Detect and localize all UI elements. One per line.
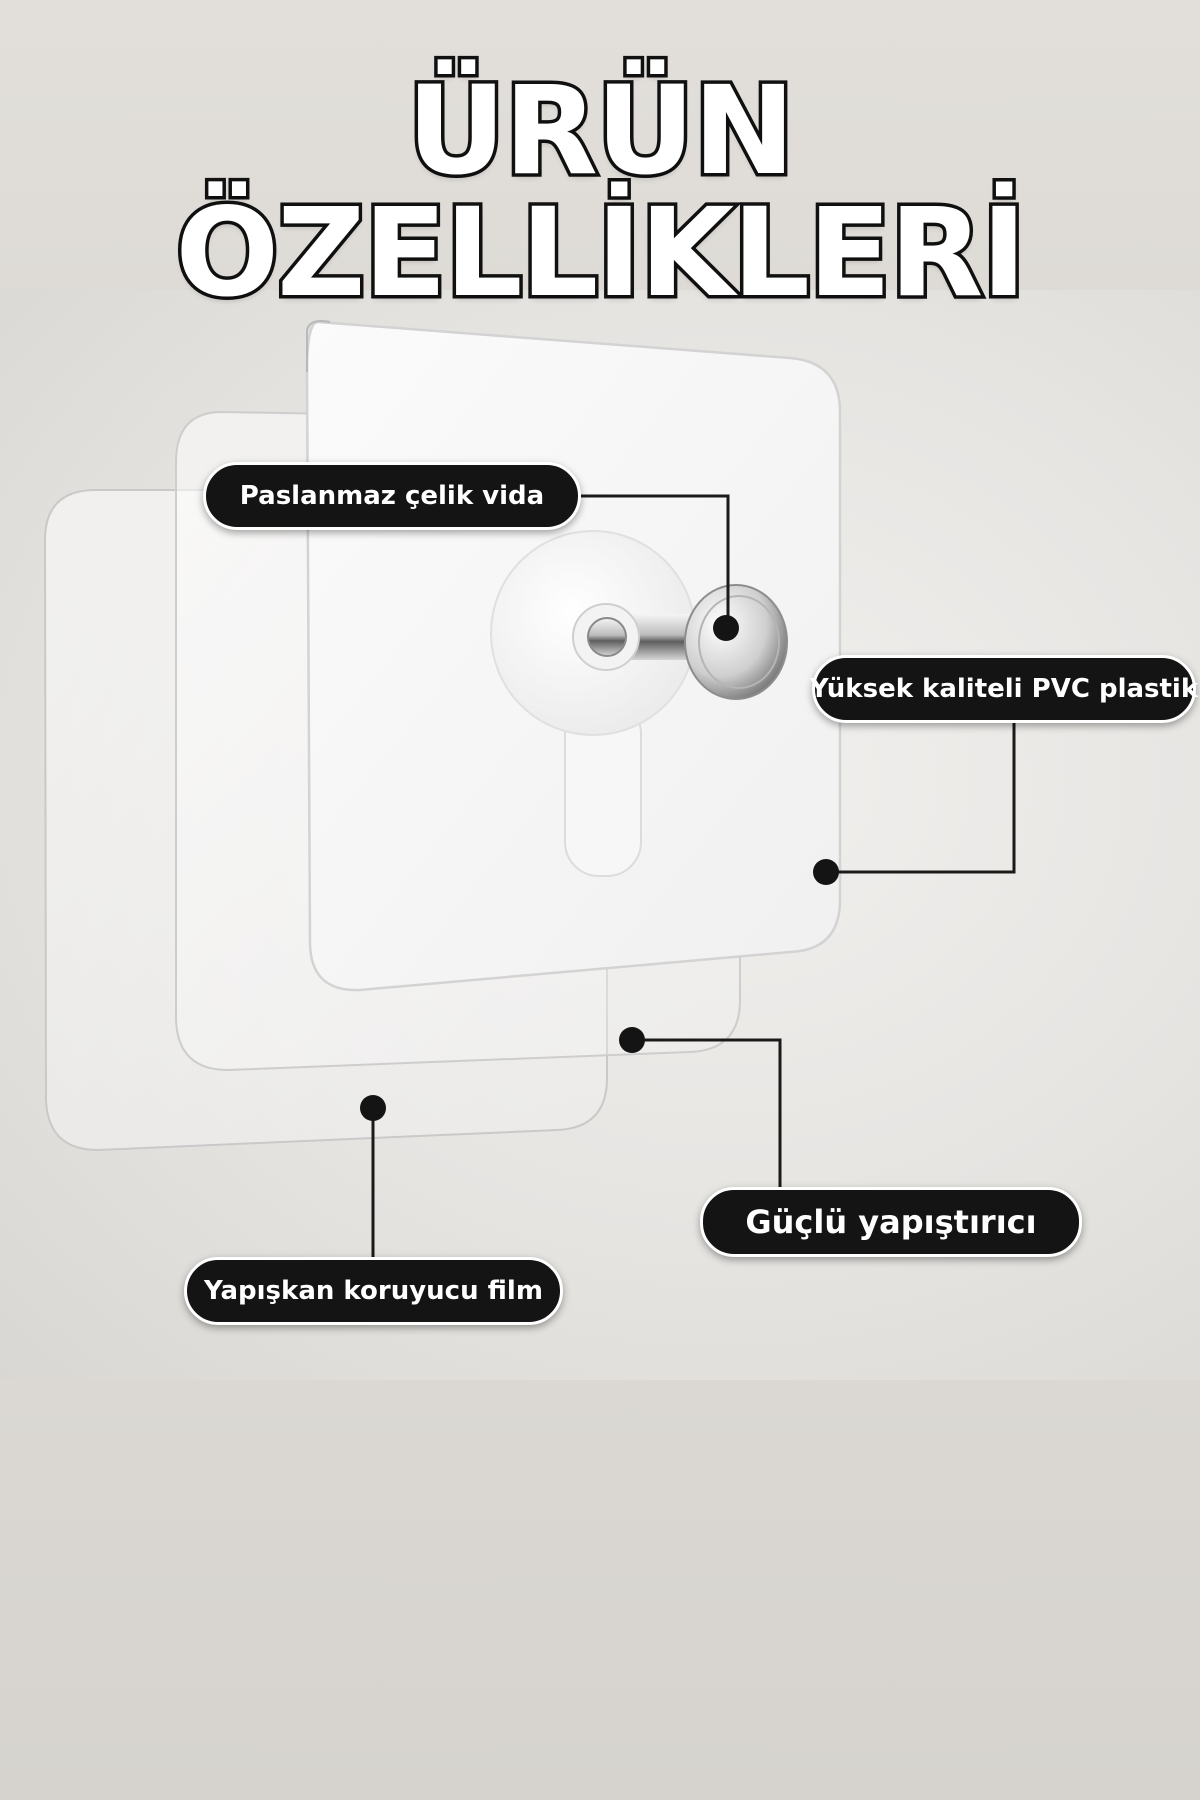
page-title: ÜRÜN ÖZELLİKLERİ <box>172 60 1030 324</box>
label-pvc: Yüksek kaliteli PVC plastik <box>809 674 1199 704</box>
label-film: Yapışkan koruyucu film <box>204 1276 543 1306</box>
marker-dot-film <box>360 1095 386 1121</box>
leader-line-screw <box>578 494 730 627</box>
label-pill-adhesive: Güçlü yapıştırıcı <box>700 1187 1082 1257</box>
bottom-background <box>0 1380 1200 1800</box>
screw-collar-inner <box>587 617 627 657</box>
leader-line-adhesive <box>632 1038 782 1188</box>
label-pill-film: Yapışkan koruyucu film <box>184 1257 563 1325</box>
screw-head <box>684 584 788 700</box>
label-pill-screw: Paslanmaz çelik vida <box>203 462 581 530</box>
leader-line-pvc <box>827 722 1016 874</box>
label-adhesive: Güçlü yapıştırıcı <box>745 1203 1037 1241</box>
pvc-plate-edge-highlight <box>306 320 331 372</box>
marker-dot-pvc <box>813 859 839 885</box>
top-background <box>0 0 1200 290</box>
marker-dot-adhesive <box>619 1027 645 1053</box>
label-pill-pvc: Yüksek kaliteli PVC plastik <box>809 655 1199 723</box>
screw-head-rim <box>698 595 780 689</box>
marker-dot-screw <box>713 615 739 641</box>
label-screw: Paslanmaz çelik vida <box>239 481 545 511</box>
